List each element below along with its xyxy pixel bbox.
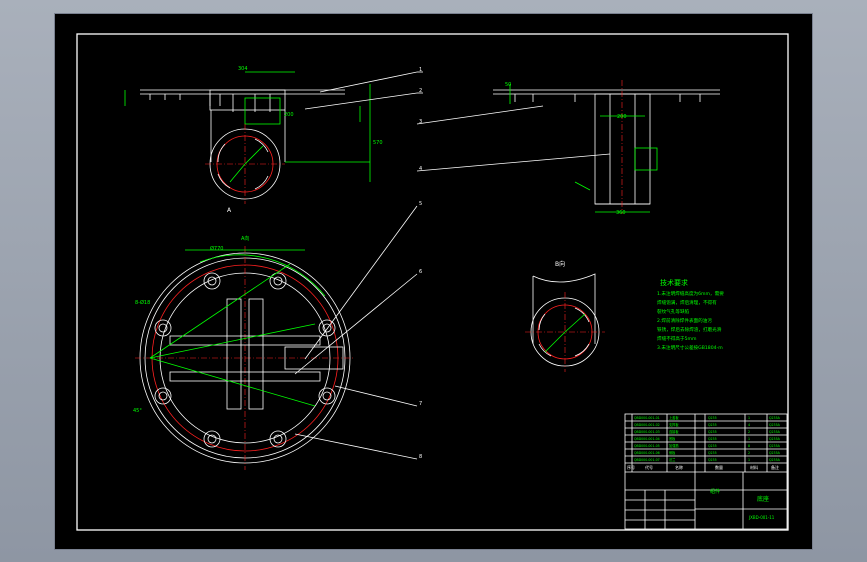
svg-text:3: 3 — [419, 119, 422, 125]
svg-text:304: 304 — [238, 66, 248, 72]
section-label-b: B向 — [555, 260, 565, 268]
svg-text:QBD000-001-06: QBD000-001-06 — [634, 451, 660, 455]
note-line: 2.焊前清除焊件表面的油污 — [657, 317, 712, 324]
svg-text:Q235: Q235 — [708, 444, 717, 448]
svg-text:1: 1 — [419, 67, 422, 73]
svg-text:1: 1 — [748, 458, 750, 462]
svg-text:4: 4 — [419, 166, 422, 172]
notes-title: 技术要求 — [660, 278, 688, 287]
header-col: 代号 — [645, 464, 653, 470]
svg-text:50: 50 — [505, 82, 511, 88]
front-view-left: 304 200 570 — [124, 66, 423, 204]
header-col: 数量 — [715, 464, 723, 470]
svg-text:Q235A: Q235A — [769, 451, 781, 455]
svg-text:Q235: Q235 — [708, 430, 717, 434]
company-name: 组件 — [710, 488, 720, 495]
svg-text:5: 5 — [419, 201, 422, 207]
drawing-canvas: 304 200 570 — [76, 33, 789, 531]
svg-text:Q235A: Q235A — [769, 437, 781, 441]
svg-text:连接板: 连接板 — [669, 429, 679, 434]
svg-text:QBD000-001-01: QBD000-001-01 — [634, 416, 660, 420]
svg-text:Q235A: Q235A — [769, 444, 781, 448]
svg-text:360: 360 — [616, 210, 626, 216]
svg-text:1: 1 — [748, 437, 750, 441]
technical-notes: 技术要求 1.未注明焊缝高度为6mm，需要 焊缝饱满，焊后清理，不得有 裂纹气孔… — [657, 278, 724, 351]
note-line: 1.未注明焊缝高度为6mm，需要 — [657, 290, 724, 297]
svg-text:Q235A: Q235A — [769, 430, 781, 434]
svg-text:QBD000-001-05: QBD000-001-05 — [634, 444, 660, 448]
svg-text:1: 1 — [748, 416, 750, 420]
svg-text:Q235: Q235 — [708, 423, 717, 427]
svg-text:Ø770: Ø770 — [210, 245, 223, 252]
svg-text:侧板: 侧板 — [669, 450, 676, 455]
svg-text:6: 6 — [419, 269, 422, 275]
plan-view: A向 Ø770 8-Ø18 45° — [133, 205, 418, 470]
svg-text:8: 8 — [419, 454, 422, 460]
svg-text:Q235A: Q235A — [769, 416, 781, 420]
svg-text:QBD000-001-07: QBD000-001-07 — [634, 458, 660, 462]
note-line: 3.未注明尺寸公差按GB1804-m — [657, 344, 723, 351]
svg-text:QBD000-001-02: QBD000-001-02 — [634, 423, 660, 427]
detail-view-b — [525, 273, 605, 372]
svg-text:QBD000-001-04: QBD000-001-04 — [634, 437, 660, 441]
note-line: 铁锈，焊后去除焊渣，打磨光滑 — [657, 326, 722, 333]
drawing-number: JXBD-001-11 — [748, 515, 775, 520]
svg-text:8-Ø18: 8-Ø18 — [135, 299, 150, 306]
svg-text:法兰: 法兰 — [669, 457, 675, 462]
section-label-a: A — [227, 207, 232, 214]
drawing-sheet[interactable]: 304 200 570 — [55, 14, 812, 549]
header-col: 序号 — [627, 464, 635, 470]
svg-text:QBD000-001-03: QBD000-001-03 — [634, 430, 660, 434]
drawing-border — [76, 33, 789, 531]
svg-text:Q235: Q235 — [708, 437, 717, 441]
svg-text:2: 2 — [419, 88, 422, 94]
svg-text:Q235: Q235 — [708, 451, 717, 455]
front-view-right: 360 200 50 — [416, 80, 720, 216]
svg-text:200: 200 — [284, 112, 294, 118]
note-line: 裂纹气孔等缺陷 — [657, 308, 690, 315]
note-line: 焊缝不得高于5mm — [657, 335, 697, 342]
svg-text:底板: 底板 — [669, 436, 676, 441]
svg-text:A向: A向 — [241, 235, 249, 242]
svg-text:45°: 45° — [133, 408, 142, 414]
drawing-title: 底座 — [757, 495, 769, 503]
svg-text:2: 2 — [748, 451, 750, 455]
svg-text:Q235A: Q235A — [769, 458, 781, 462]
svg-text:8: 8 — [748, 444, 750, 448]
svg-text:上盖板: 上盖板 — [669, 415, 679, 420]
svg-text:4: 4 — [748, 423, 750, 427]
svg-text:7: 7 — [419, 401, 422, 407]
header-col: 备注 — [771, 464, 779, 470]
header-col: 名称 — [675, 464, 683, 470]
svg-text:Q235A: Q235A — [769, 423, 781, 427]
svg-text:Q235: Q235 — [708, 458, 717, 462]
svg-text:支撑板: 支撑板 — [669, 422, 679, 427]
svg-text:Q235: Q235 — [708, 416, 717, 420]
note-line: 焊缝饱满，焊后清理，不得有 — [657, 299, 717, 306]
svg-text:加强筋: 加强筋 — [669, 443, 679, 448]
svg-text:570: 570 — [373, 140, 383, 146]
header-col: 材料 — [750, 464, 758, 470]
svg-text:200: 200 — [617, 114, 627, 120]
part-balloons: 1 2 3 4 5 6 7 8 — [419, 67, 422, 460]
svg-text:2: 2 — [748, 430, 750, 434]
